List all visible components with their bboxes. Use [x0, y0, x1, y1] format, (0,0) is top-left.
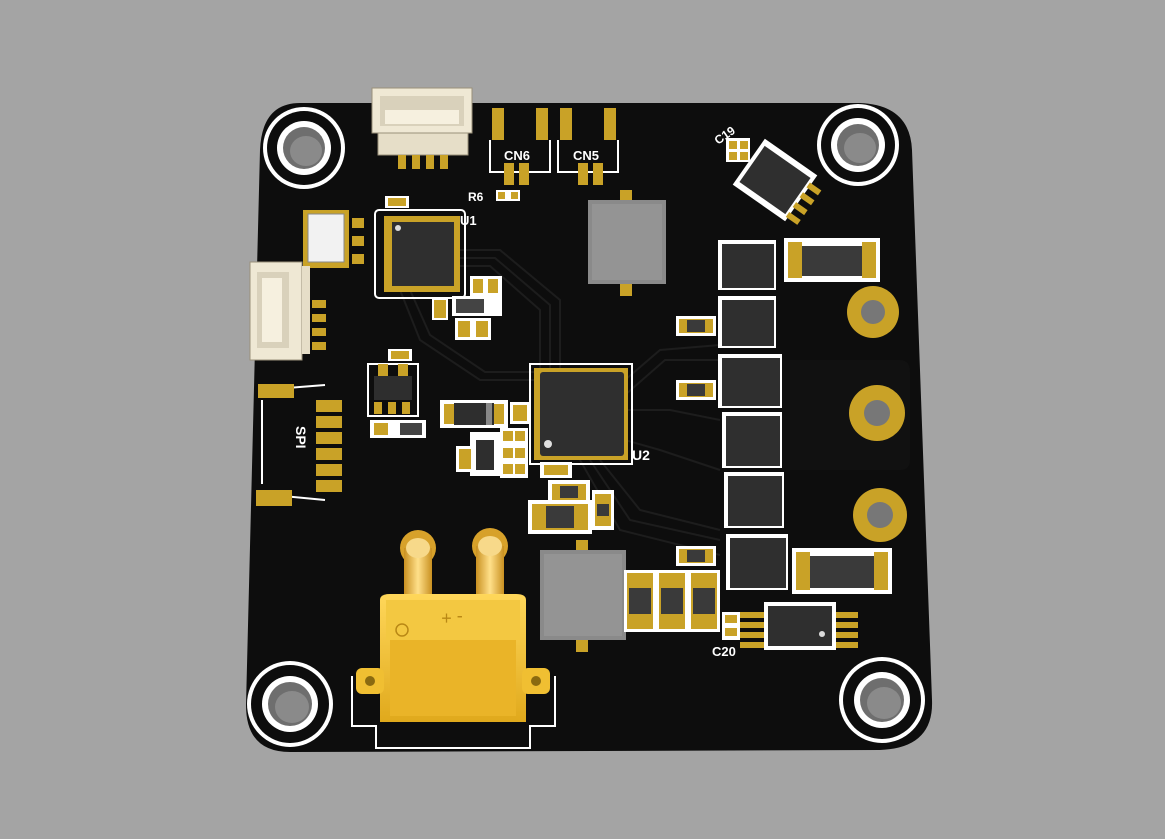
mounting-hole-bottom-left: [247, 661, 333, 747]
xt60-polarity-marking: - +: [441, 608, 463, 628]
spi-header: [256, 384, 342, 506]
capacitor-near-u1: [385, 196, 409, 208]
motor-phase-pads: [790, 286, 910, 542]
mounting-hole-bottom-right: [839, 657, 925, 743]
resistor-r6: [496, 190, 520, 201]
capacitor-c19: [726, 138, 750, 162]
passives-cluster-u2: [456, 428, 528, 478]
xt60-connector: [351, 528, 556, 749]
jst-connector-left: [249, 261, 326, 361]
mounting-hole-top-right: [817, 104, 899, 186]
crystal: [303, 210, 364, 268]
cn6-footprint: [489, 108, 551, 185]
capacitors-below-u2: [528, 462, 614, 534]
capacitor-row-bottom: [624, 546, 720, 632]
inductor-top: [588, 190, 666, 296]
label-u1: U1: [460, 213, 477, 228]
ic-u2: [529, 363, 633, 465]
gate-driver-ic-top: [732, 138, 822, 225]
gate-driver-ic-bottom: [740, 602, 858, 650]
label-c20: C20: [712, 644, 736, 659]
label-u2: U2: [632, 447, 650, 463]
shunt-resistor-top: [784, 238, 880, 282]
voltage-regulator: [367, 349, 426, 438]
shunt-resistor-bottom: [792, 548, 892, 594]
label-spi: SPI: [293, 426, 309, 449]
passives-cluster-u1: [432, 276, 502, 340]
label-cn6: CN6: [504, 148, 530, 163]
ic-u1: [374, 209, 466, 299]
diode: [440, 400, 530, 428]
jst-connector-top: [371, 87, 473, 169]
capacitor-c20: [722, 612, 740, 640]
label-cn5: CN5: [573, 148, 599, 163]
cn5-footprint: [557, 108, 619, 185]
mosfet-column: [718, 240, 788, 590]
label-r6: R6: [468, 190, 484, 204]
gate-capacitors: [676, 316, 716, 400]
mounting-hole-top-left: [263, 107, 345, 189]
inductor-bottom: [540, 540, 626, 652]
